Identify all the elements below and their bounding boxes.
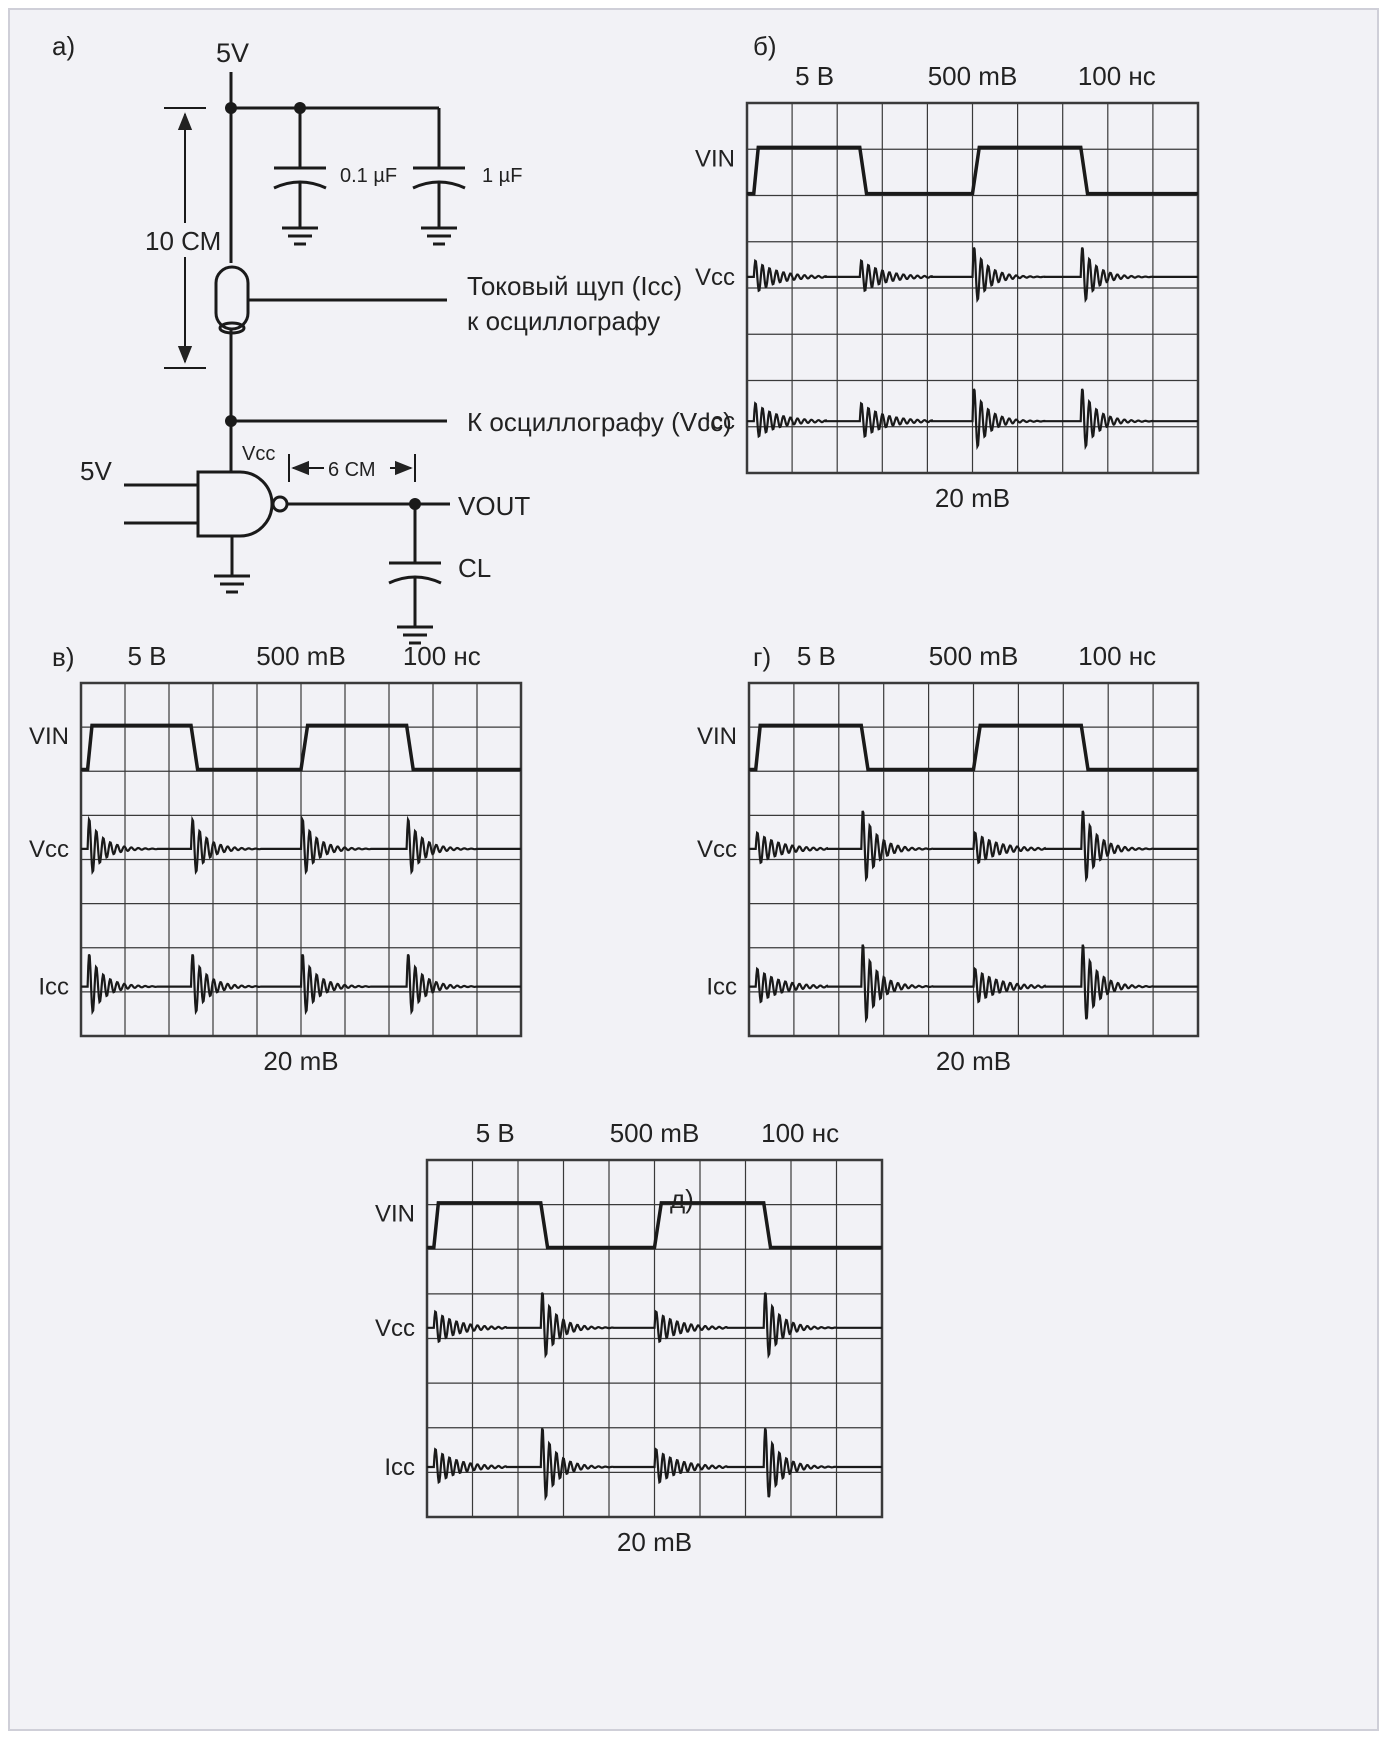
trace-label-vcc: Vcc (695, 264, 735, 291)
scale-millivolts-label: 500 mВ (929, 641, 1019, 671)
panel-label-d: д) (670, 1184, 694, 1214)
test-circuit-schematic: 5V 0.1 µF 1 µF (80, 38, 732, 645)
trace-label-vcc: Vcc (29, 836, 69, 863)
panel-label-b: б) (753, 31, 777, 61)
trace-vin-waveform (427, 1201, 882, 1250)
vout-label: VOUT (458, 491, 530, 521)
load-capacitor (388, 504, 442, 645)
figure-canvas: а) б) в) г) д) 5V 0.1 µF (29, 31, 1200, 1557)
scale-volts-label: 5 В (797, 641, 836, 671)
load-capacitor-label: CL (458, 553, 491, 583)
trace-vcc-waveform (81, 815, 521, 876)
trace-label-icc: Icc (38, 974, 69, 1001)
scale-millivolts-label: 500 mВ (610, 1118, 700, 1148)
capacitor-1uf (412, 108, 466, 246)
scale-bottom-label: 20 mВ (935, 483, 1010, 513)
scale-volts-label: 5 В (476, 1118, 515, 1148)
scale-time-label: 100 нс (1078, 641, 1156, 671)
trace-icc-waveform (749, 944, 1198, 1024)
label-backing (324, 453, 390, 481)
trace-icc-waveform (747, 388, 1198, 451)
scale-bottom-label: 20 mВ (263, 1046, 338, 1076)
junction-dot (225, 102, 237, 114)
trace-label-icc: Icc (384, 1454, 415, 1481)
trace-label-icc: Icc (704, 408, 735, 435)
scale-bottom-label: 20 mВ (936, 1046, 1011, 1076)
capacitor-0-1uf-label: 0.1 µF (340, 165, 397, 187)
trace-vin-waveform (81, 723, 521, 772)
distance-10cm-label: 10 СМ (145, 226, 221, 256)
trace-vcc-waveform (427, 1292, 882, 1359)
current-probe-label-line1: Токовый щуп (Icc) (467, 271, 682, 301)
panel-label-a: а) (52, 31, 75, 61)
scale-time-label: 100 нс (761, 1118, 839, 1148)
trace-vcc-waveform (749, 810, 1198, 883)
label-backing (143, 223, 227, 257)
trace-label-vin: VIN (375, 1201, 415, 1228)
scale-volts-label: 5 В (127, 641, 166, 671)
input-supply-label: 5V (80, 456, 112, 486)
scale-time-label: 100 нс (403, 641, 481, 671)
scale-volts-label: 5 В (795, 61, 834, 91)
trace-label-icc: Icc (706, 974, 737, 1001)
scale-bottom-label: 20 mВ (617, 1527, 692, 1557)
nand-gate (196, 470, 289, 538)
trace-label-vin: VIN (697, 723, 737, 750)
trace-vin-waveform (747, 145, 1198, 196)
vcc-probe-label: К осциллографу (Vcc) (467, 407, 732, 437)
gate-vcc-label: Vcc (242, 443, 275, 465)
scale-millivolts-label: 500 mВ (256, 641, 346, 671)
panel-label-g: г) (753, 642, 771, 672)
panel-label-v: в) (52, 642, 74, 672)
junction-dot (225, 415, 237, 427)
trace-vin-waveform (749, 723, 1198, 772)
trace-label-vin: VIN (695, 146, 735, 173)
current-probe-label-line2: к осциллографу (467, 306, 660, 336)
distance-6cm-label: 6 СМ (328, 459, 376, 481)
scale-millivolts-label: 500 mВ (928, 61, 1018, 91)
supply-label: 5V (216, 38, 249, 68)
trace-vcc-waveform (747, 247, 1198, 304)
trace-label-vcc: Vcc (697, 836, 737, 863)
trace-label-vin: VIN (29, 723, 69, 750)
current-probe (214, 265, 250, 335)
capacitor-0-1uf (273, 108, 327, 246)
trace-icc-waveform (427, 1427, 882, 1502)
capacitor-1uf-label: 1 µF (482, 165, 522, 187)
ground-symbol (214, 536, 250, 594)
figure-panel: а) б) в) г) д) 5V 0.1 µF (8, 8, 1379, 1731)
trace-icc-waveform (81, 953, 521, 1016)
scale-time-label: 100 нс (1078, 61, 1156, 91)
trace-label-vcc: Vcc (375, 1315, 415, 1342)
